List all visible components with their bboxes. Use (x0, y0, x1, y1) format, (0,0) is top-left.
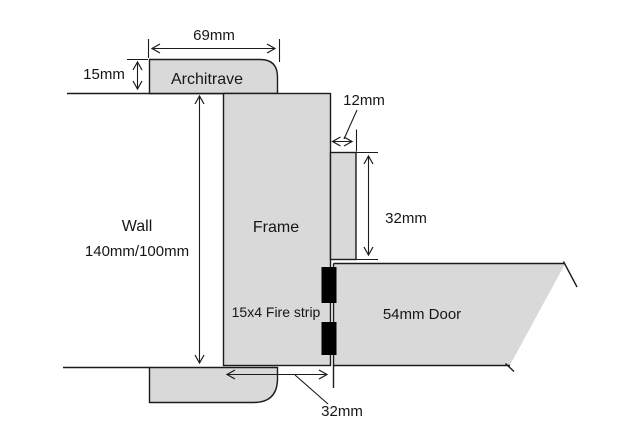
door-break-tick-bottom (505, 362, 515, 373)
frame-shape (222, 92, 332, 367)
label-door: 54mm Door (383, 306, 461, 323)
dim-label-architrave-thickness: 15mm (83, 66, 125, 83)
dim-label-architrave-width: 69mm (193, 27, 235, 44)
dim-label-frame-bottom: 32mm (321, 403, 363, 420)
leader-line-frame-bottom (294, 374, 329, 405)
door-break-tick-top (562, 261, 578, 288)
architrave-top-shape (148, 58, 279, 95)
label-frame: Frame (253, 219, 299, 236)
label-architrave: Architrave (171, 71, 243, 88)
fire-strip-lower (321, 322, 337, 355)
label-wall-size: 140mm/100mm (85, 243, 189, 260)
door-shape (334, 264, 565, 365)
fire-strip-upper (321, 267, 337, 303)
dim-label-stop-height: 32mm (385, 210, 427, 227)
label-wall: Wall (122, 218, 153, 235)
door-stop-shape (329, 151, 357, 261)
dim-label-stop-width: 12mm (343, 92, 385, 109)
leader-line-stop-width (343, 109, 358, 140)
architrave-bottom-shape (148, 366, 279, 404)
label-fire-strip: 15x4 Fire strip (232, 304, 321, 320)
